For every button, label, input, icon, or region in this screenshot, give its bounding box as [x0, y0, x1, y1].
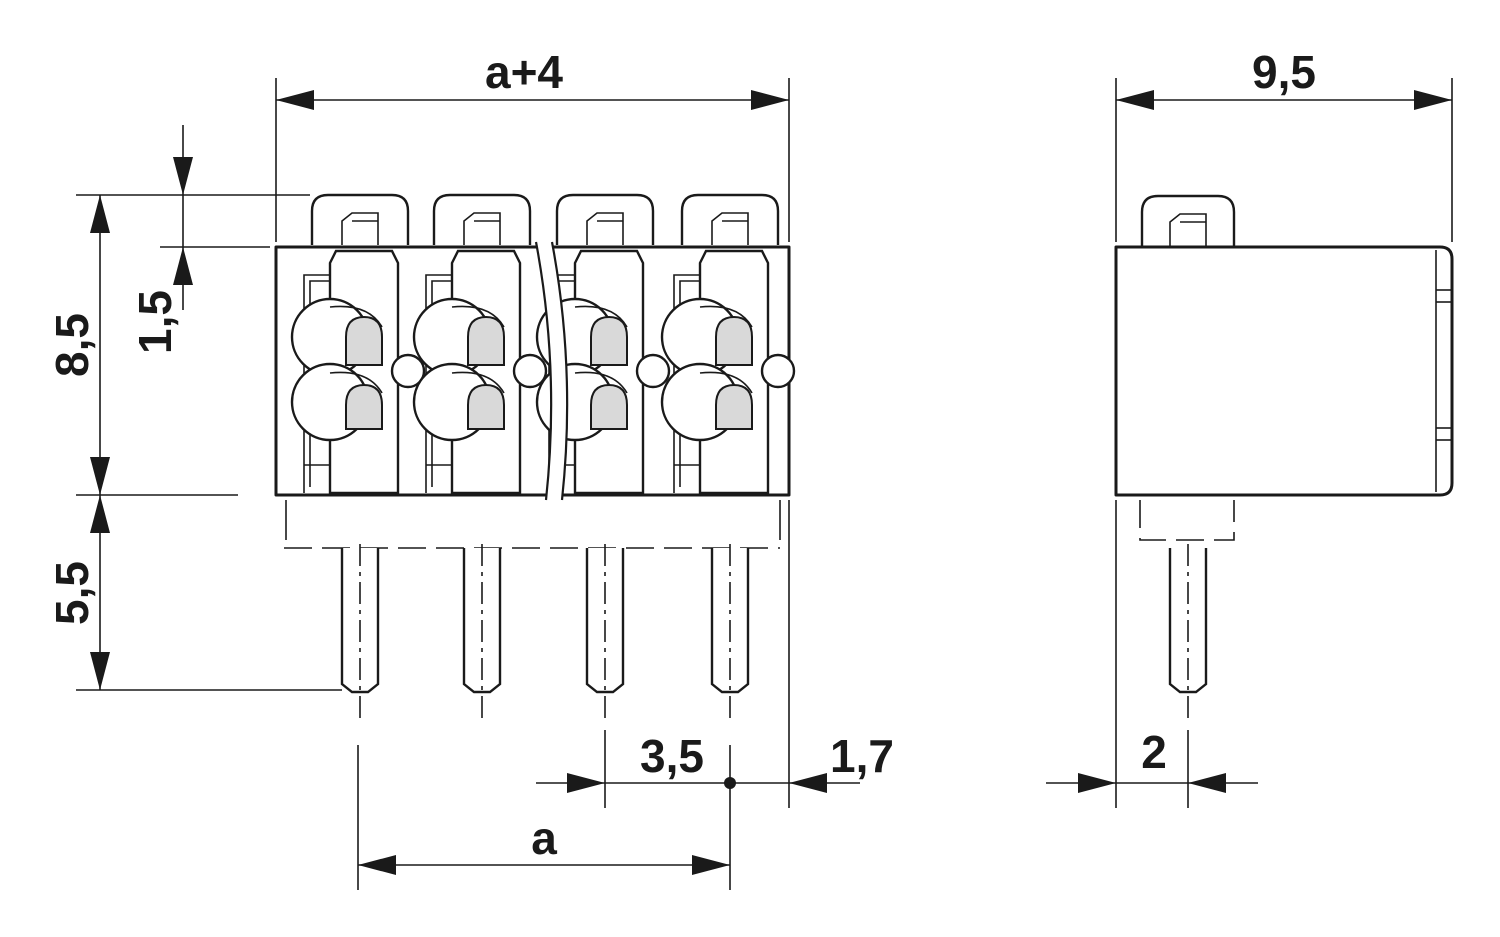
side-pin: [1168, 542, 1208, 720]
pin-4: [710, 542, 750, 720]
pole-2: [412, 193, 548, 495]
dim-clip-height: 1,5: [129, 290, 181, 354]
front-view: [274, 193, 796, 720]
dim-body-height: 8,5: [46, 313, 98, 377]
pole-4: [660, 193, 796, 495]
pin-2: [462, 542, 502, 720]
dim-side-width: 9,5: [1252, 46, 1316, 98]
side-hidden-line: [1139, 500, 1235, 541]
dim-edge-offset: 1,7: [830, 730, 894, 782]
side-view: [1114, 194, 1454, 720]
dim-pin-length: 5,5: [46, 561, 98, 625]
pin-1: [340, 542, 380, 720]
dim-side-pin-offset: 2: [1141, 726, 1167, 778]
dim-pitch: 3,5: [640, 730, 704, 782]
dim-pin-spacing: a: [531, 812, 557, 864]
pole-1: [290, 193, 426, 495]
reference-point: [724, 777, 736, 789]
dimension-lines: [76, 78, 1453, 890]
dim-overall-width: a+4: [485, 46, 563, 98]
pin-3: [585, 542, 625, 720]
housing-side: [1114, 245, 1454, 497]
